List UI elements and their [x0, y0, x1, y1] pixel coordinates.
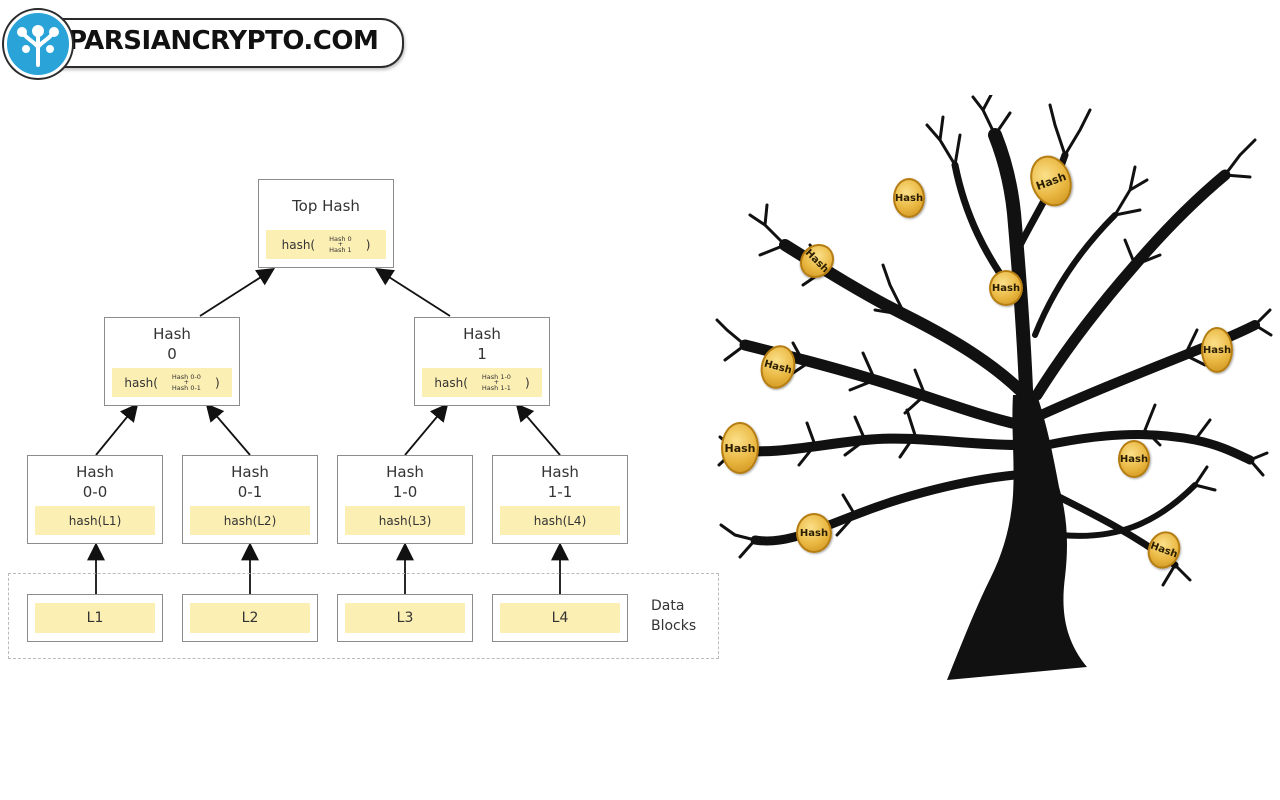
hash-arg: Hash 1 — [329, 246, 352, 254]
data-blocks-label-line2: Blocks — [651, 618, 697, 634]
top-hash-title: Top Hash — [292, 197, 360, 215]
hash-1-formula: hash( Hash 1-0 + Hash 1-1 ) — [422, 368, 542, 397]
hash-close: ) — [524, 375, 530, 390]
tree-illustration: Hash Hash Hash Hash Hash Hash Hash Hash … — [715, 95, 1275, 695]
top-hash-node: Top Hash hash( Hash 0 + Hash 1 ) — [258, 179, 394, 268]
node-hash: hash(L2) — [190, 506, 310, 535]
brand-logo[interactable]: PARSIANCRYPTO.COM — [4, 6, 404, 78]
data-blocks-label: Data Blocks — [651, 596, 696, 636]
leaf-label: L1 — [35, 603, 155, 633]
node-hash: hash(L3) — [345, 506, 465, 535]
hash-coin-icon: Hash — [721, 422, 759, 474]
data-blocks-label-line1: Data — [651, 598, 685, 614]
node-title: Hash — [541, 463, 579, 481]
data-blocks-group — [8, 573, 719, 659]
node-hash: hash(L4) — [500, 506, 620, 535]
hash-0-formula: hash( Hash 0-0 + Hash 0-1 ) — [112, 368, 232, 397]
leaf-l4: L4 — [492, 594, 628, 642]
logo-badge-icon — [4, 10, 72, 78]
hash-coin-icon: Hash — [1118, 440, 1150, 478]
node-title: Hash — [153, 325, 191, 343]
hash-coin-icon: Hash — [796, 513, 832, 553]
node-title: Hash — [386, 463, 424, 481]
node-subtitle: 1 — [477, 345, 487, 363]
hash-plus: + — [337, 240, 344, 248]
leaf-l1: L1 — [27, 594, 163, 642]
hash-coin-icon: Hash — [989, 270, 1023, 306]
top-hash-formula: hash( Hash 0 + Hash 1 ) — [266, 230, 386, 259]
hash-fn: hash( — [124, 375, 158, 390]
leaf-label: L2 — [190, 603, 310, 633]
node-title: Hash — [76, 463, 114, 481]
logo-pill — [34, 18, 404, 68]
hash-arg: Hash 0 — [329, 235, 352, 243]
hash-0-0-node: Hash 0-0 hash(L1) — [27, 455, 163, 544]
hash-1-1-node: Hash 1-1 hash(L4) — [492, 455, 628, 544]
hash-0-node: Hash 0 hash( Hash 0-0 + Hash 0-1 ) — [104, 317, 240, 406]
hash-arg: Hash 1-1 — [481, 384, 511, 392]
hash-plus: + — [493, 378, 500, 386]
hash-arg: Hash 1-0 — [481, 373, 511, 381]
node-subtitle: 1-1 — [547, 483, 573, 501]
merkle-arrows — [87, 268, 569, 594]
hash-coin-icon: Hash — [893, 178, 925, 218]
node-subtitle: 0-0 — [82, 483, 108, 501]
node-title: Hash — [463, 325, 501, 343]
hash-close: ) — [214, 375, 220, 390]
hash-coin-icon: Hash — [1201, 327, 1233, 373]
hash-close: ) — [365, 237, 371, 252]
node-subtitle: 1-0 — [392, 483, 418, 501]
hash-arg: Hash 0-1 — [171, 384, 201, 392]
leaf-label: L3 — [345, 603, 465, 633]
node-subtitle: 0 — [167, 345, 177, 363]
tree-silhouette — [715, 95, 1273, 680]
hash-1-0-node: Hash 1-0 hash(L3) — [337, 455, 473, 544]
node-hash: hash(L1) — [35, 506, 155, 535]
hash-fn: hash( — [434, 375, 468, 390]
hash-arg: Hash 0-0 — [171, 373, 201, 381]
hash-fn: hash( — [281, 237, 316, 252]
hash-1-node: Hash 1 hash( Hash 1-0 + Hash 1-1 ) — [414, 317, 550, 406]
brand-name: PARSIANCRYPTO.COM — [68, 26, 379, 56]
node-subtitle: 0-1 — [237, 483, 263, 501]
leaf-l2: L2 — [182, 594, 318, 642]
hash-0-1-node: Hash 0-1 hash(L2) — [182, 455, 318, 544]
leaf-l3: L3 — [337, 594, 473, 642]
leaf-label: L4 — [500, 603, 620, 633]
node-title: Hash — [231, 463, 269, 481]
hash-plus: + — [183, 378, 190, 386]
